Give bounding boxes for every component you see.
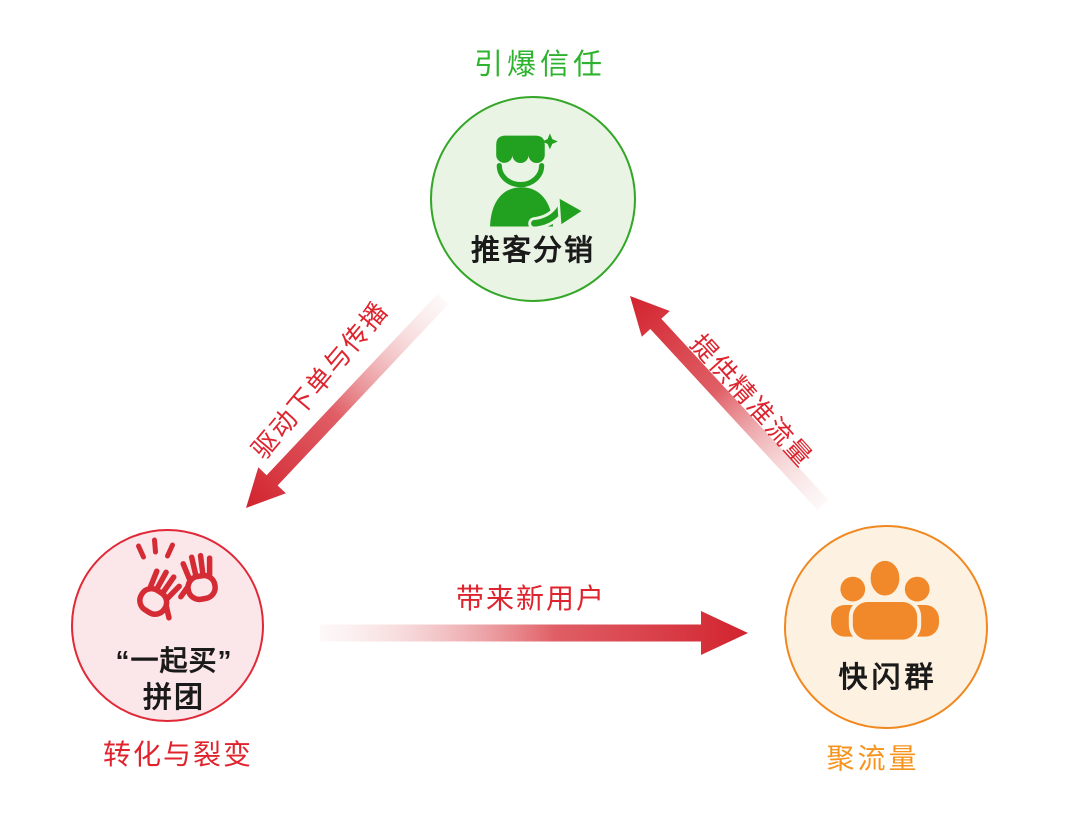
node-label-tuike: 推客分销 <box>470 235 596 267</box>
edge-label-new-users: 带来新用户 <box>455 583 607 614</box>
group-people-icon <box>830 556 940 644</box>
tag-gather-traffic: 聚流量 <box>826 743 920 774</box>
node-group-buy-circle <box>71 529 264 722</box>
high-five-hands-icon <box>116 537 229 629</box>
arrow-left-to-right <box>320 611 748 655</box>
tag-conversion-fission: 转化与裂变 <box>102 739 254 770</box>
arrow-right-to-top <box>630 296 829 511</box>
node-label-groupbuy-line1: “一起买” <box>115 645 233 676</box>
tag-ignite-trust: 引爆信任 <box>473 49 607 81</box>
distributor-icon <box>490 133 584 227</box>
node-label-groupbuy-line2: 拼团 <box>142 682 206 714</box>
arrow-top-to-left <box>246 293 449 508</box>
node-label-flashgroup: 快闪群 <box>838 662 938 694</box>
